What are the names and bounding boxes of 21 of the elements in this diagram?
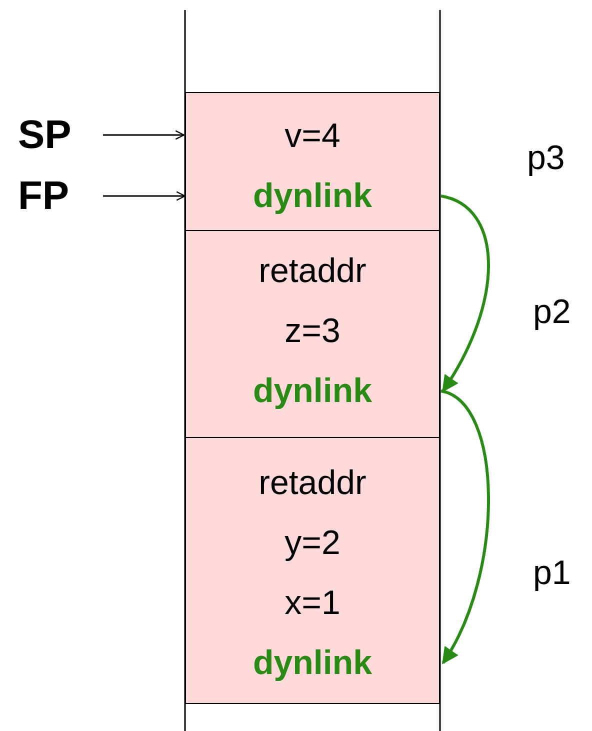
dynamic-link-slot: dynlink (186, 361, 439, 421)
stack-frame (185, 437, 440, 704)
curved-arrow (440, 194, 490, 392)
curved-arrow (440, 390, 490, 664)
frame-name: p2 (533, 292, 571, 332)
frame-name: p1 (533, 553, 571, 593)
slot-value: z=3 (284, 311, 340, 352)
slot-value: x=1 (284, 583, 340, 624)
register-label: FP (18, 174, 103, 218)
dynamic-link-slot: dynlink (186, 166, 439, 226)
frame-name: p3 (527, 138, 565, 178)
slot-value: v=4 (284, 116, 340, 157)
arrow (103, 191, 186, 201)
stack-frame (185, 92, 440, 231)
stack-frame (185, 230, 440, 438)
slot-value: retaddr (258, 463, 366, 504)
register-label: SP (18, 113, 103, 157)
slot-value: y=2 (284, 523, 340, 564)
arrow (103, 130, 185, 140)
dynamic-link-slot: dynlink (186, 633, 439, 693)
slot-value: retaddr (258, 251, 366, 292)
